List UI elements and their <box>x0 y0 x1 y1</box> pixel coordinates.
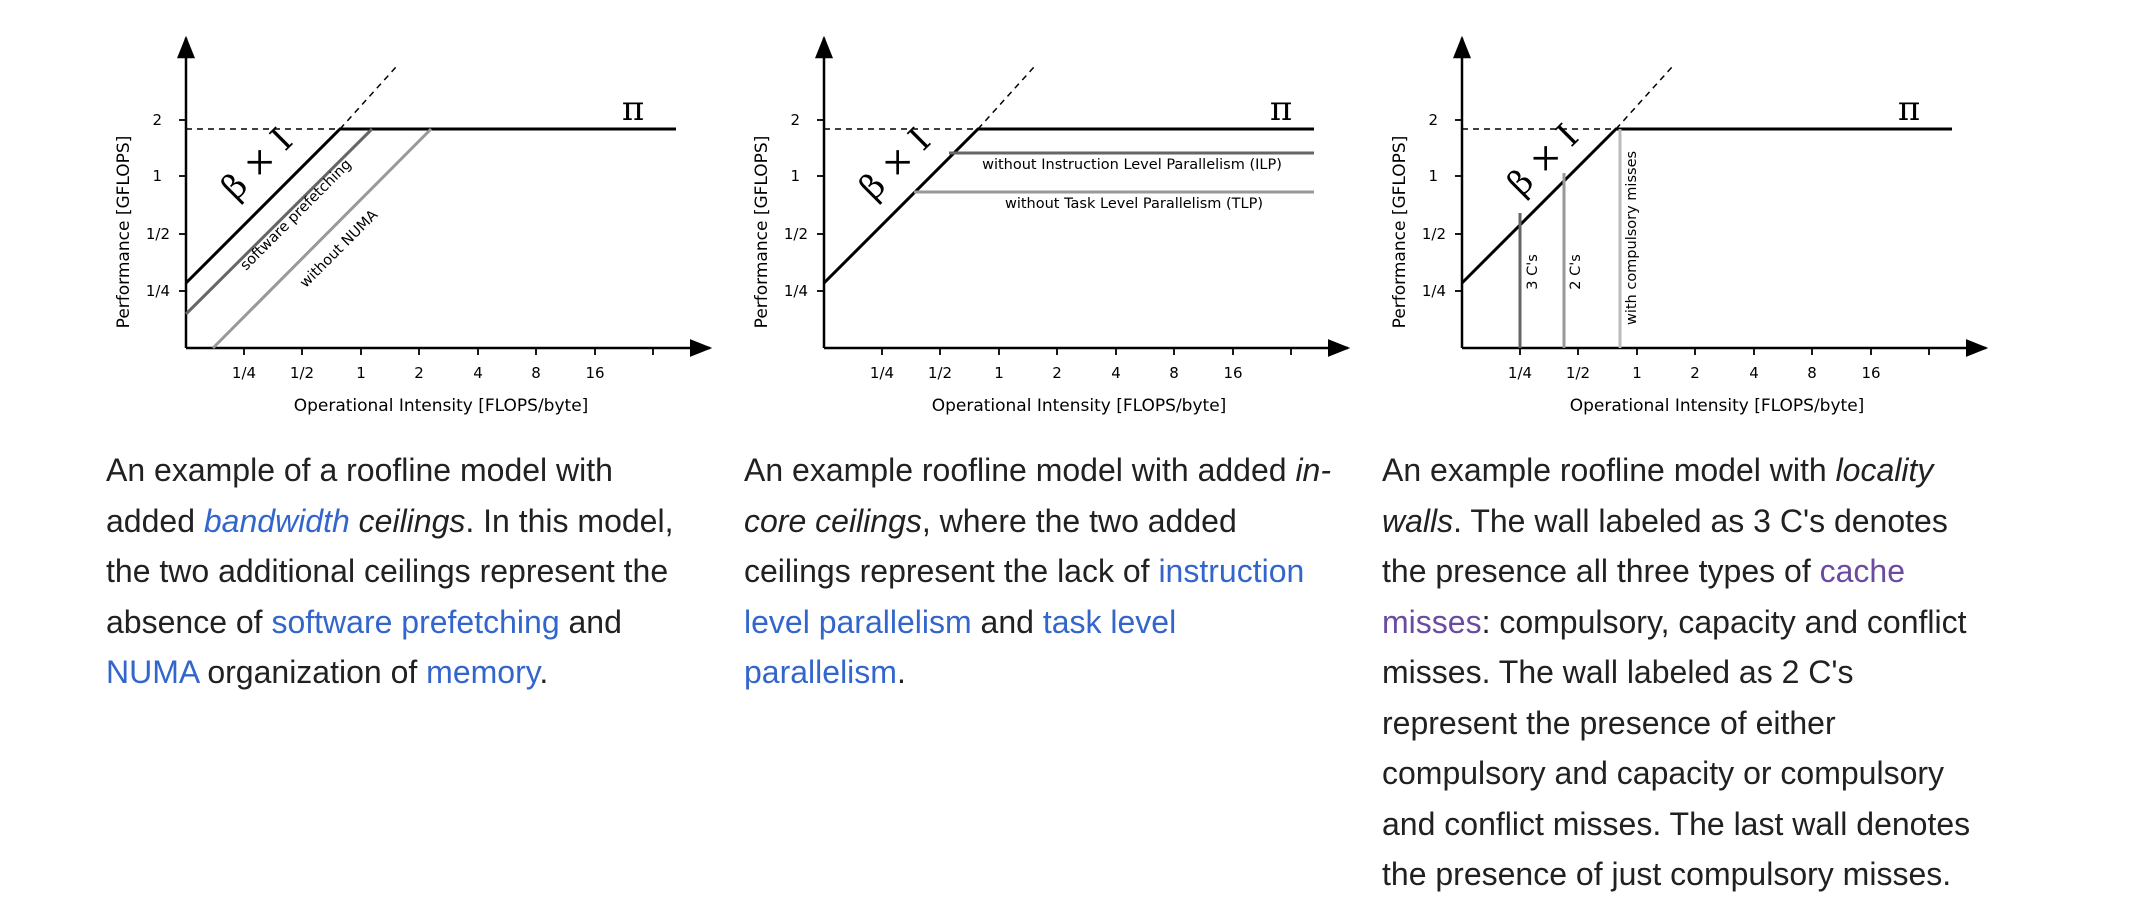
x-tick-label: 1/4 <box>232 364 256 382</box>
ceiling-without-numa <box>211 127 433 350</box>
x-tick-label: 2 <box>1690 364 1700 382</box>
roofline <box>1460 127 1952 285</box>
x-ticks <box>1519 348 1930 355</box>
wall-label-compulsory: with compulsory misses <box>1624 151 1640 325</box>
x-axis-label: Operational Intensity [FLOPS/byte] <box>1570 396 1865 416</box>
wall-label-3-cs: 3 C's <box>1525 254 1541 290</box>
caption-emphasis: in-core ceilings <box>744 452 1331 539</box>
caption-text: organization of <box>198 654 427 690</box>
y-axis-label: Performance [GFLOPS] <box>752 136 772 329</box>
pi-label: π <box>1898 89 1920 129</box>
x-tick-label: 1 <box>1632 364 1642 382</box>
y-tick-label: 2 <box>152 111 162 129</box>
x-tick-label: 8 <box>1807 364 1817 382</box>
x-tick-label: 4 <box>1111 364 1121 382</box>
x-tick-label: 1 <box>356 364 366 382</box>
x-tick-label: 16 <box>1223 364 1242 382</box>
ceiling-software-prefetching <box>184 127 374 316</box>
roofline-chart-in-core: 2 1 1/2 1/4 1/4 1/2 1 2 4 8 16 Operation… <box>752 35 1351 416</box>
roofline <box>822 127 1314 285</box>
caption-text: , where the two added ceilings represent… <box>744 502 1237 590</box>
y-tick-label: 1/2 <box>146 225 170 243</box>
x-tick-label: 1/2 <box>290 364 314 382</box>
x-tick-label: 2 <box>1052 364 1062 382</box>
y-tick-label: 1/4 <box>146 282 170 300</box>
pi-label: π <box>622 89 644 129</box>
x-tick-label: 16 <box>1861 364 1880 382</box>
caption-text: An example roofline model with <box>1382 452 1836 488</box>
beta-times-i-label: β × I <box>852 121 939 208</box>
roofline <box>184 127 676 285</box>
caption-locality-walls: An example roofline model with locality … <box>1382 445 1982 900</box>
x-tick-label: 1/4 <box>870 364 894 382</box>
bandwidth-dashed-extension <box>977 66 1035 130</box>
link-memory[interactable]: memory <box>426 654 540 690</box>
x-tick-label: 4 <box>1749 364 1759 382</box>
caption-bandwidth-ceilings: An example of a roofline model with adde… <box>106 445 706 698</box>
y-axis-label: Performance [GFLOPS] <box>1390 136 1410 329</box>
figure-in-core-ceilings: 2 1 1/2 1/4 1/4 1/2 1 2 4 8 16 Operation… <box>744 0 1384 908</box>
caption-text: . The wall labeled as 3 C's denotes the … <box>1382 502 1948 590</box>
figure-bandwidth-ceilings: 2 1 1/2 1/4 1/4 1/2 1 2 4 8 16 Operation… <box>106 0 746 908</box>
y-ticks <box>179 119 186 292</box>
ceiling-label-without-ilp: without Instruction Level Parallelism (I… <box>982 157 1282 173</box>
bandwidth-dashed-extension <box>339 66 397 130</box>
caption-text: . <box>539 654 549 690</box>
x-tick-label: 1 <box>994 364 1004 382</box>
x-tick-label: 1/4 <box>1508 364 1532 382</box>
caption-in-core-ceilings: An example roofline model with added in-… <box>744 445 1344 698</box>
link-instruction-level-parallelism[interactable]: instruction level parallelism <box>744 553 1305 640</box>
y-tick-label: 1/2 <box>784 225 808 243</box>
caption-emphasis: locality walls <box>1382 452 1934 539</box>
y-tick-label: 1 <box>152 167 162 185</box>
roofline-chart-locality-walls: 2 1 1/2 1/4 1/4 1/2 1 2 4 8 16 Operation… <box>1390 35 1989 416</box>
figure-locality-walls: 2 1 1/2 1/4 1/4 1/2 1 2 4 8 16 Operation… <box>1382 0 2022 908</box>
roofline-chart-bandwidth: 2 1 1/2 1/4 1/4 1/2 1 2 4 8 16 Operation… <box>114 35 713 416</box>
x-tick-label: 2 <box>414 364 424 382</box>
caption-text: : compulsory, capacity and conflict miss… <box>1382 603 1971 893</box>
y-ticks <box>1455 119 1462 292</box>
x-axis-label: Operational Intensity [FLOPS/byte] <box>294 396 589 416</box>
caption-text: . <box>896 654 906 690</box>
beta-times-i-label: β × I <box>214 121 301 208</box>
link-numa[interactable]: NUMA <box>106 654 199 690</box>
x-tick-label: 8 <box>1169 364 1179 382</box>
caption-text: and <box>559 603 622 640</box>
y-tick-label: 1/4 <box>1422 282 1446 300</box>
y-tick-label: 1 <box>790 167 800 185</box>
x-tick-label: 4 <box>473 364 483 382</box>
y-tick-label: 1/4 <box>784 282 808 300</box>
bandwidth-dashed-extension <box>1615 66 1673 130</box>
caption-text: and <box>971 603 1043 640</box>
x-ticks <box>881 348 1292 355</box>
x-tick-label: 8 <box>531 364 541 382</box>
y-axis-label: Performance [GFLOPS] <box>114 136 134 329</box>
pi-label: π <box>1270 89 1292 129</box>
caption-text: An example roofline model with added <box>744 452 1296 488</box>
x-tick-label: 16 <box>585 364 604 382</box>
y-tick-label: 2 <box>1428 111 1438 129</box>
caption-text: ceilings <box>349 502 466 539</box>
y-ticks <box>817 119 824 292</box>
link-task-level-parallelism[interactable]: task level parallelism <box>744 603 1177 691</box>
x-tick-label: 1/2 <box>928 364 952 382</box>
link-bandwidth[interactable]: bandwidth <box>203 502 350 539</box>
caption-text: . In this model, the two additional ceil… <box>106 502 674 640</box>
x-axis-label: Operational Intensity [FLOPS/byte] <box>932 396 1227 416</box>
caption-text: An example of a roofline model with adde… <box>106 452 613 539</box>
y-tick-label: 2 <box>790 111 800 129</box>
wall-label-2-cs: 2 C's <box>1568 254 1584 290</box>
x-ticks <box>243 348 654 355</box>
y-tick-label: 1 <box>1428 167 1438 185</box>
link-software-prefetching[interactable]: software prefetching <box>271 603 560 640</box>
y-tick-label: 1/2 <box>1422 225 1446 243</box>
x-tick-label: 1/2 <box>1566 364 1590 382</box>
link-cache-misses[interactable]: cache misses <box>1382 553 1905 640</box>
ceiling-label-without-tlp: without Task Level Parallelism (TLP) <box>1005 196 1263 212</box>
